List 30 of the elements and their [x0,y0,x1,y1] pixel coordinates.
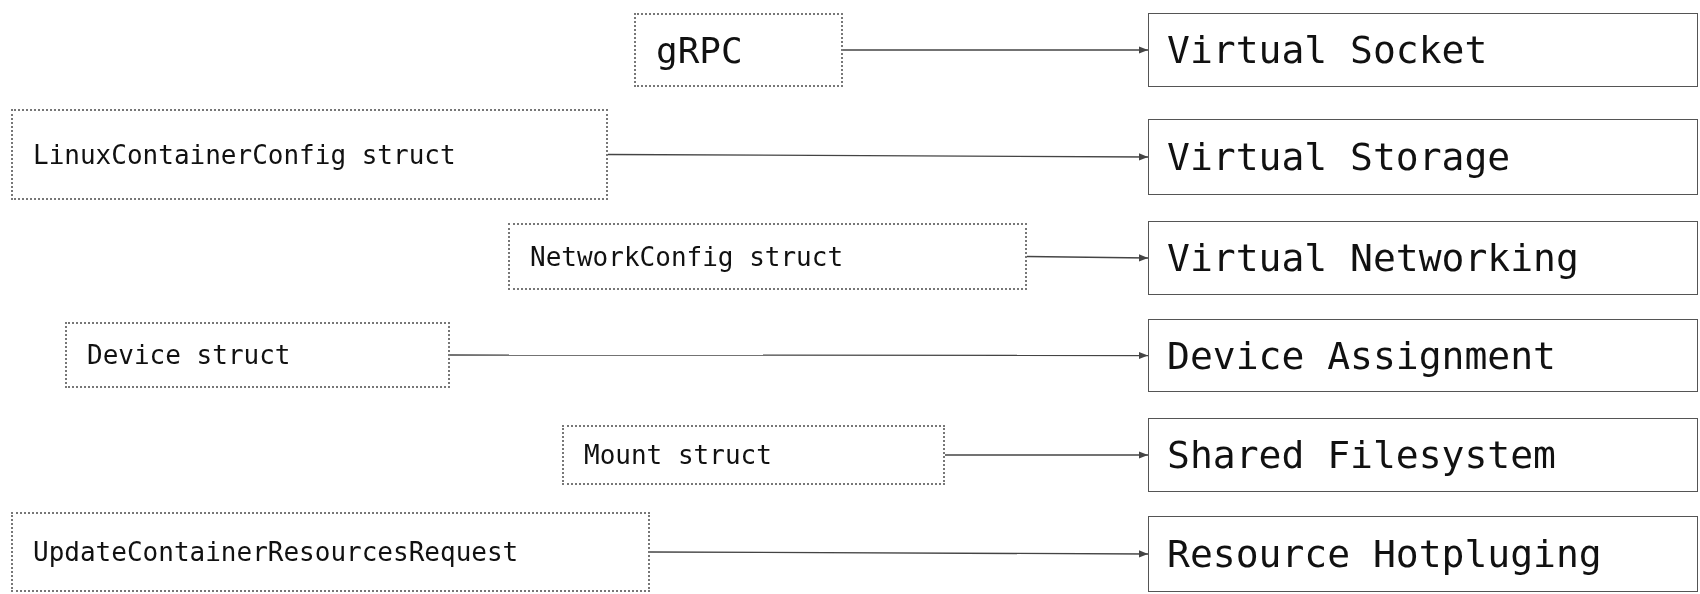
source-box [634,13,843,87]
node-label: Resource Hotpluging [1167,532,1602,576]
node-label: NetworkConfig struct [530,241,844,272]
node-label: Virtual Storage [1167,135,1511,179]
feature-box [1148,119,1698,195]
source-box [11,512,650,592]
arrow [449,351,1149,360]
node-label: Device struct [87,340,291,370]
node-label: Virtual Socket [1167,28,1488,72]
source-box [508,223,1027,290]
source-box [65,322,450,388]
node-label: UpdateContainerResourcesRequest [33,537,519,567]
arrow [842,46,1149,54]
node-label: Mount struct [584,440,772,470]
source-box [11,109,608,200]
arrow [944,451,1149,459]
node-label: Shared Filesystem [1167,433,1556,477]
node-label: LinuxContainerConfig struct [33,139,456,170]
feature-box [1148,319,1698,392]
feature-box [1148,516,1698,592]
node-label: Virtual Networking [1167,236,1579,280]
arrow [1026,254,1149,262]
source-box [562,425,945,485]
feature-box [1148,418,1698,492]
feature-box [1148,221,1698,295]
node-label: gRPC [656,29,743,71]
arrow [607,153,1149,161]
feature-box [1148,13,1698,87]
node-label: Device Assignment [1167,333,1556,378]
arrow [649,550,1149,558]
